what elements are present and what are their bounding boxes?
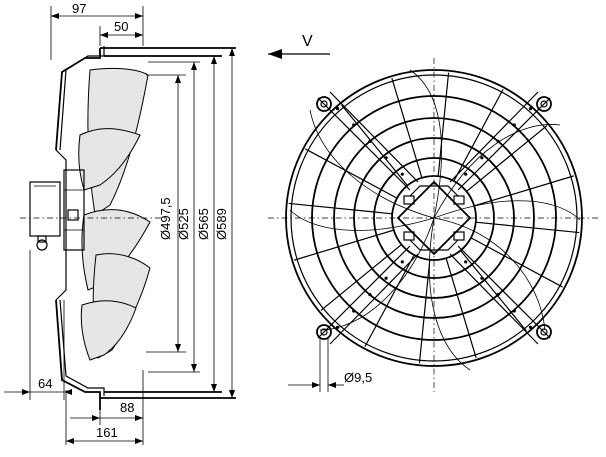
guard-spoke [305, 148, 398, 199]
strut-rivet [368, 292, 372, 297]
front-view: V [268, 33, 600, 392]
dia-497-label: Ø497,5 [158, 197, 173, 240]
guard-spoke [445, 258, 477, 358]
strut-rivet [384, 156, 388, 160]
diameter-dimensions [146, 48, 235, 398]
bottom-dimension-64: 64 [4, 250, 72, 400]
dim-88-label: 88 [120, 400, 134, 415]
hub-side [63, 169, 85, 251]
strut-rivet [464, 172, 468, 176]
dia-525-label: Ø525 [176, 208, 191, 240]
strut-rivet [496, 292, 500, 297]
dim-97-label: 97 [72, 1, 86, 16]
mounting-feet [316, 96, 552, 340]
guard-spoke [418, 259, 431, 364]
mounting-struts [317, 91, 551, 345]
dim-50-label: 50 [114, 19, 128, 34]
strut-rivet [480, 276, 484, 280]
strut-rivet [384, 276, 388, 280]
bottom-dimension-161: 161 [66, 425, 143, 444]
dia-589-label: Ø589 [214, 208, 229, 240]
strut-rivet [400, 260, 404, 264]
strut-rivet [464, 260, 468, 264]
dim-161-label: 161 [96, 425, 118, 440]
strut-rivet [480, 156, 484, 160]
strut-rivet [528, 107, 533, 111]
guard-spoke [453, 89, 504, 182]
guard-spoke [288, 202, 393, 215]
guard-spoke [320, 244, 402, 311]
strut-rivet [352, 123, 356, 127]
airflow-label: V [302, 33, 313, 50]
airflow-arrow: V [268, 33, 330, 59]
fan-blades-front [289, 69, 581, 371]
guard-spoke [391, 78, 423, 178]
strut-rivet [368, 139, 372, 144]
top-dimension-97: 97 [50, 1, 144, 60]
strut-rivet [512, 123, 516, 127]
terminal-box [29, 181, 61, 251]
guard-spoke [460, 250, 527, 332]
strut-rivet [512, 309, 516, 313]
strut-rivet [528, 325, 533, 329]
guard-spoke [475, 221, 580, 234]
strut-rivet [352, 309, 356, 313]
guard-spoke [364, 254, 415, 347]
top-dimension-50: 50 [99, 19, 143, 46]
guard-spokes [288, 72, 580, 364]
center-hub-plate [396, 180, 472, 256]
dim-64-label: 64 [38, 376, 52, 391]
strut-rivet [335, 325, 340, 329]
guard-spoke [294, 229, 394, 261]
guard-spoke [474, 175, 574, 207]
housing-profile [55, 46, 236, 410]
mount-hole-dimension: Ø9,5 [288, 338, 372, 392]
side-view: 97 50 [4, 1, 236, 445]
mount-hole-label: Ø9,5 [344, 370, 372, 385]
guard-rings [285, 69, 583, 367]
strut-rivet [496, 139, 500, 144]
guard-spoke [466, 125, 548, 192]
fan-blades-side [78, 67, 151, 361]
guard-spoke [341, 104, 408, 186]
dia-565-label: Ø565 [196, 208, 211, 240]
guard-spoke [470, 237, 563, 288]
guard-spoke [437, 72, 450, 177]
bottom-dimension-88: 88 [65, 370, 144, 445]
strut-rivet [400, 172, 404, 176]
strut-rivet [335, 107, 340, 111]
